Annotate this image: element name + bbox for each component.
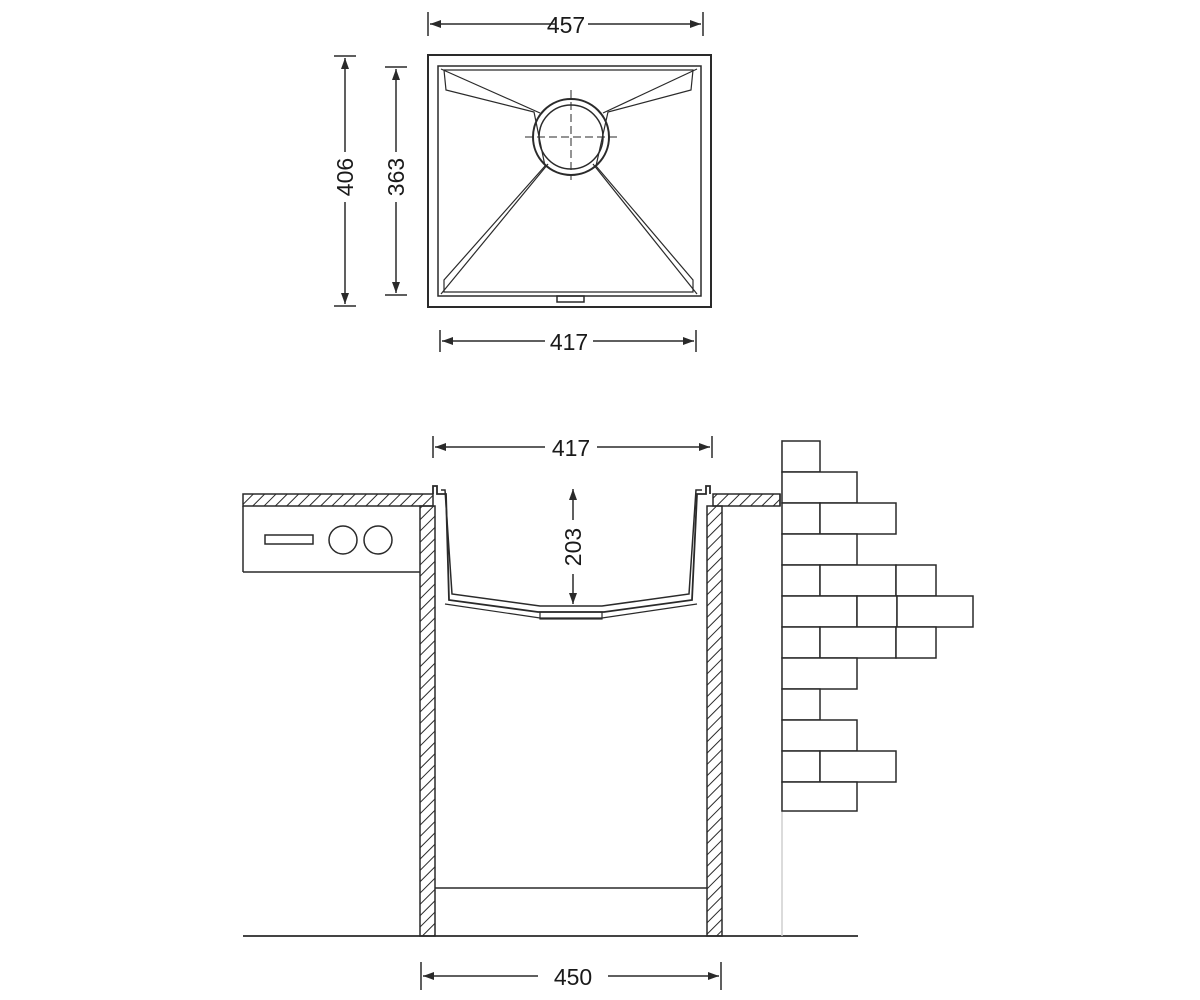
- dim-inner-width-label: 417: [550, 329, 588, 355]
- brick-wall: [781, 440, 974, 936]
- dim-bowl-width-label: 417: [552, 435, 590, 461]
- dim-cabinet-width: 450: [420, 962, 722, 990]
- drain-pipe: [539, 611, 603, 620]
- knob-icon: [363, 525, 393, 555]
- knob-icon: [328, 525, 358, 555]
- countertop: [242, 493, 781, 507]
- dim-outer-height-label: 406: [332, 158, 358, 196]
- section-view: 417: [242, 435, 974, 990]
- overflow-slot: [556, 295, 585, 303]
- sink-top-outline: [427, 54, 712, 308]
- top-view: 457 406: [332, 12, 712, 355]
- dim-bowl-depth-label: 203: [560, 528, 586, 566]
- sink-bowl-section: [432, 485, 711, 620]
- dim-cabinet-width-label: 450: [554, 964, 592, 990]
- dim-outer-height: 406: [332, 55, 358, 307]
- appliance-panel: [242, 506, 420, 573]
- dim-bowl-depth: 203: [560, 489, 586, 604]
- dim-bowl-width: 417: [432, 435, 713, 461]
- dim-inner-height: 363: [383, 66, 409, 296]
- appliance-handle: [264, 534, 314, 545]
- dim-inner-height-label: 363: [383, 158, 409, 196]
- dim-inner-width: 417: [439, 329, 697, 355]
- drain-icon: [525, 90, 617, 180]
- cabinet: [243, 505, 858, 937]
- dim-outer-width: 457: [427, 12, 704, 38]
- dim-outer-width-label: 457: [547, 12, 585, 38]
